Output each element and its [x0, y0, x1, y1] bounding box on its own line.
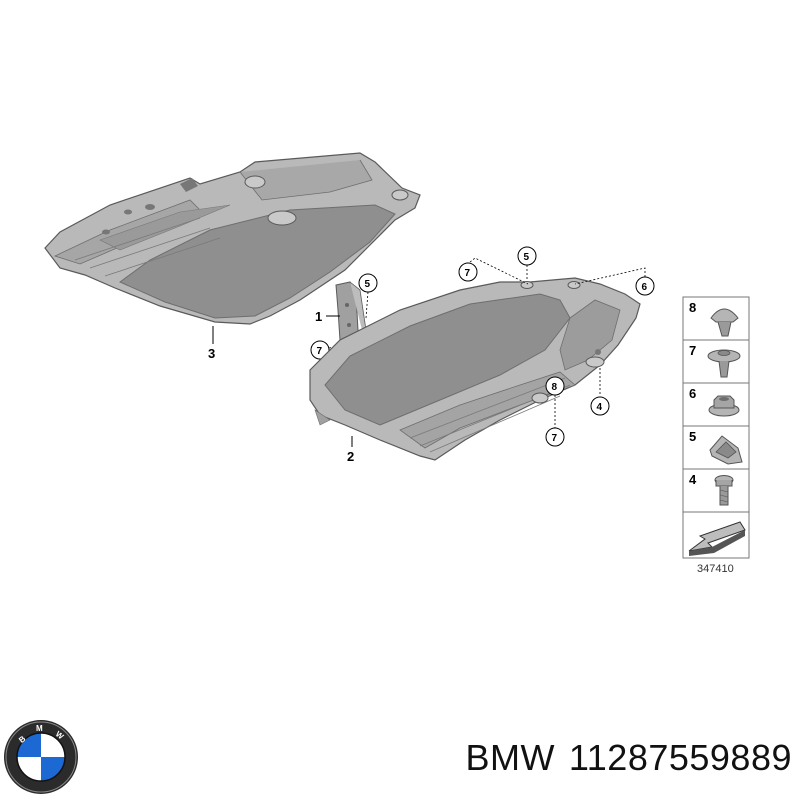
push-rivet-icon [710, 308, 739, 337]
callout-7-mid: 7 [545, 427, 565, 447]
part-number: 11287559889 [568, 737, 792, 778]
svg-text:7: 7 [465, 268, 471, 279]
svg-text:B: B [17, 734, 27, 745]
svg-text:4: 4 [597, 402, 603, 413]
callout-5-bracket: 5 [358, 273, 378, 319]
part-label-2: 2 [347, 449, 354, 464]
direction-arrow-icon [688, 521, 746, 556]
underbody-panel-part-3 [44, 152, 421, 325]
brand-name: BMW [465, 737, 555, 778]
bmw-logo-icon: B M W [4, 720, 78, 794]
svg-text:W: W [54, 729, 66, 741]
legend-number-6: 6 [689, 386, 696, 401]
svg-text:8: 8 [552, 382, 558, 393]
expanding-rivet-icon [707, 349, 741, 378]
svg-text:5: 5 [524, 252, 530, 263]
callout-5-top: 5 [517, 246, 537, 280]
underbody-panel-part-2 [309, 277, 641, 461]
callout-4: 4 [590, 396, 610, 416]
legend-number-7: 7 [689, 343, 696, 358]
part-label-3: 3 [208, 346, 215, 361]
diagram-reference-number: 347410 [697, 563, 734, 575]
legend-number-5: 5 [689, 429, 696, 444]
part-label-1: 1 [315, 309, 322, 324]
svg-text:7: 7 [317, 346, 323, 357]
legend-number-4: 4 [689, 472, 697, 487]
svg-text:M: M [36, 724, 43, 733]
legend-number-8: 8 [689, 300, 696, 315]
part-caption: BMW 11287559889 [412, 737, 792, 779]
svg-text:7: 7 [552, 433, 558, 444]
screw-icon [714, 475, 734, 506]
callout-7-top: 7 [458, 257, 529, 285]
flange-nut-icon [708, 395, 740, 417]
svg-text:6: 6 [642, 282, 648, 293]
fastener-legend: 8 7 6 5 4 [682, 296, 750, 559]
callout-8-mid: 8 [545, 376, 565, 428]
svg-text:5: 5 [365, 279, 371, 290]
spring-nut-icon [709, 435, 743, 465]
callout-6-right: 6 [574, 267, 655, 296]
